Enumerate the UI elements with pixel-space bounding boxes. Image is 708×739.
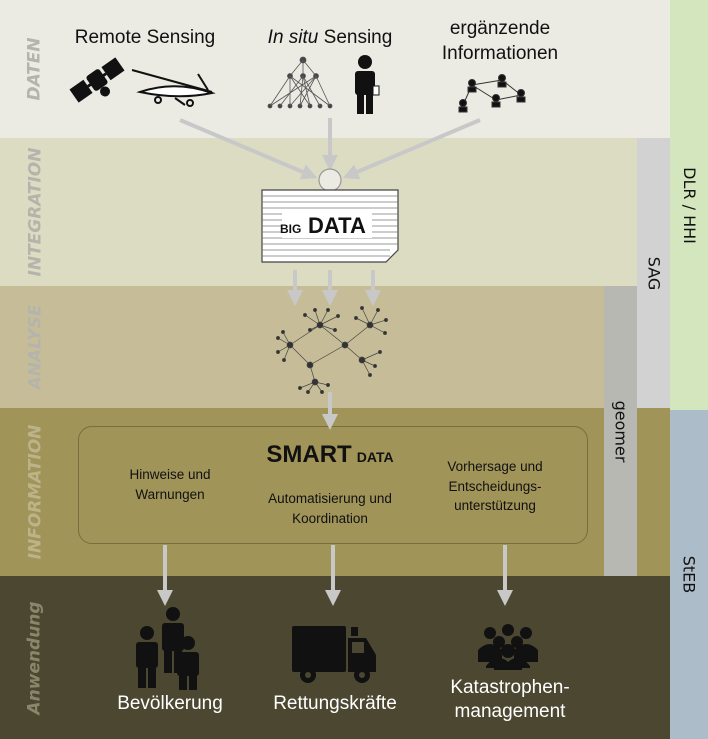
- cluster-network-icon: [276, 306, 388, 394]
- partner-dlr-hhi: DLR / HHI: [670, 0, 708, 410]
- partner-steb: StEB: [670, 410, 708, 739]
- big-data-label-large: DATA: [308, 213, 366, 238]
- population-icon: [136, 607, 199, 690]
- output-disaster-management: Katastrophen-management: [450, 677, 570, 722]
- band-analyse: [0, 286, 670, 408]
- smart-data-title: SMART DATA: [266, 441, 394, 468]
- truck-icon: [292, 626, 376, 683]
- output-rescue-forces: Rettungskräfte: [273, 693, 397, 714]
- merge-node: [318, 168, 342, 192]
- arrow-extra-to-bigdata: [342, 118, 481, 180]
- partner-geomer: geomer: [604, 286, 637, 576]
- satellite-icon: [69, 57, 125, 103]
- big-data-stack-icon: [261, 189, 399, 263]
- management-group-icon: [478, 624, 538, 670]
- source-in-situ-sensing: In situ Sensing: [267, 27, 393, 48]
- airplane-icon: [131, 69, 216, 107]
- big-data-label-small: BIG: [280, 222, 301, 236]
- partner-sag: SAG: [637, 138, 670, 408]
- person-icon: [355, 55, 380, 114]
- source-remote-sensing: Remote Sensing: [74, 27, 216, 48]
- sensor-network-icon: [267, 56, 333, 109]
- output-population: Bevölkerung: [117, 693, 223, 714]
- arrow-remote-to-bigdata: [179, 118, 318, 180]
- social-network-icon: [458, 74, 526, 113]
